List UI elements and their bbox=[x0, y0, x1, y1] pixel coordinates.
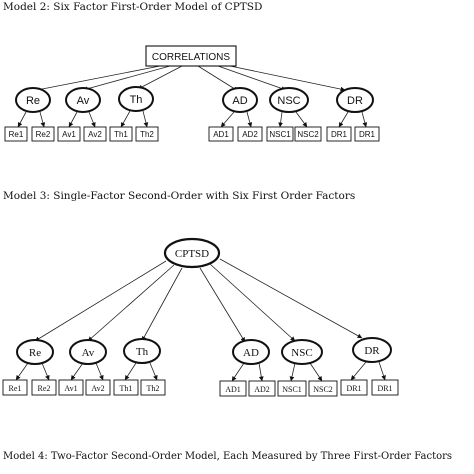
indicator-box: Re2 bbox=[31, 126, 55, 142]
indicator-box: Re2 bbox=[31, 379, 57, 396]
indicator-box: AD1 bbox=[219, 380, 247, 397]
indicator-box: NSC1 bbox=[266, 126, 294, 142]
indicator-label: AD2 bbox=[242, 130, 258, 139]
factor-label: Re bbox=[26, 95, 40, 107]
model3-factor-ad: AD bbox=[232, 339, 270, 365]
indicator-box: AD1 bbox=[208, 126, 234, 142]
indicator-label: DR1 bbox=[359, 130, 376, 139]
indicator-label: AD1 bbox=[213, 130, 229, 139]
indicator-label: Re2 bbox=[38, 384, 51, 393]
indicator-box: AD2 bbox=[248, 380, 276, 397]
indicator-label: Th1 bbox=[114, 130, 128, 139]
indicator-label: Re1 bbox=[9, 130, 24, 139]
model2-factor-dr: DR bbox=[336, 87, 374, 113]
factor-label: AD bbox=[243, 347, 259, 359]
indicator-label: AD1 bbox=[225, 385, 241, 394]
indicator-box: Th2 bbox=[135, 126, 159, 142]
model4-caption: Model 4: Two-Factor Second-Order Model, … bbox=[3, 451, 453, 462]
indicator-label: Th2 bbox=[147, 384, 160, 393]
indicator-box: Av1 bbox=[57, 126, 81, 142]
indicator-box: Th1 bbox=[109, 126, 133, 142]
indicator-box: Av2 bbox=[83, 126, 107, 142]
indicator-label: Av1 bbox=[64, 384, 77, 393]
indicator-label: Th1 bbox=[120, 384, 133, 393]
model3-factor-th: Th bbox=[123, 338, 161, 364]
factor-label: Th bbox=[136, 346, 149, 358]
factor-label: Av bbox=[82, 347, 95, 359]
model2-factor-re: Re bbox=[15, 87, 51, 113]
indicator-label: Av2 bbox=[88, 130, 102, 139]
model2-arrows bbox=[17, 65, 368, 128]
indicator-box: DR1 bbox=[326, 126, 352, 142]
indicator-label: NSC2 bbox=[313, 385, 333, 394]
indicator-label: AD2 bbox=[254, 385, 270, 394]
indicator-label: DR1 bbox=[331, 130, 348, 139]
indicator-box: Th2 bbox=[140, 379, 166, 396]
indicator-label: Re1 bbox=[9, 384, 22, 393]
indicator-label: DR1 bbox=[346, 384, 361, 393]
model2-indicators: Re1 Re2 Av1 Av2 Th1 Th2 AD1 AD2 NSC1 NSC… bbox=[4, 126, 380, 142]
factor-label: AD bbox=[232, 95, 247, 107]
indicator-label: Th2 bbox=[140, 130, 154, 139]
indicator-box: Av1 bbox=[58, 379, 84, 396]
model2-factor-nsc: NSC bbox=[269, 87, 309, 113]
indicator-label: Av2 bbox=[91, 384, 104, 393]
indicator-box: Re1 bbox=[2, 379, 28, 396]
indicator-box: DR1 bbox=[340, 379, 368, 396]
factor-label: Av bbox=[77, 95, 90, 107]
indicator-box: DR1 bbox=[354, 126, 380, 142]
indicator-label: NSC1 bbox=[282, 385, 302, 394]
model3-top-factor: CPTSD bbox=[163, 237, 221, 269]
indicator-label: NSC1 bbox=[269, 130, 291, 139]
indicator-label: Av1 bbox=[62, 130, 76, 139]
model3-factor-av: Av bbox=[69, 339, 107, 365]
indicator-box: DR1 bbox=[371, 379, 399, 396]
model2-top-box: CORRELATIONS bbox=[145, 45, 237, 67]
indicator-label: Re2 bbox=[36, 130, 51, 139]
factor-label: NSC bbox=[277, 95, 300, 107]
indicator-box: Th1 bbox=[113, 379, 139, 396]
model3-indicators: Re1 Re2 Av1 Av2 Th1 Th2 AD1 AD2 NSC1 NSC… bbox=[2, 379, 399, 397]
model3-top-label: CPTSD bbox=[175, 248, 209, 260]
indicator-label: DR1 bbox=[377, 384, 392, 393]
indicator-box: NSC2 bbox=[308, 380, 338, 397]
model3-factor-nsc: NSC bbox=[281, 339, 323, 365]
model2-diagram: CORRELATIONS Re Av Th AD NSC bbox=[4, 45, 380, 142]
model3-diagram: CPTSD Re Av Th AD NSC bbox=[2, 237, 399, 397]
factor-label: Re bbox=[29, 347, 41, 359]
indicator-box: NSC2 bbox=[294, 126, 322, 142]
model2-factor-av: Av bbox=[65, 87, 101, 113]
model3-caption: Model 3: Single-Factor Second-Order with… bbox=[3, 190, 356, 202]
indicator-box: Re1 bbox=[4, 126, 28, 142]
factor-label: DR bbox=[347, 95, 363, 107]
model2-factor-ad: AD bbox=[222, 87, 258, 113]
indicator-box: Av2 bbox=[85, 379, 111, 396]
factor-label: Th bbox=[130, 94, 143, 106]
model3-arrows bbox=[15, 258, 386, 382]
model2-top-label: CORRELATIONS bbox=[152, 52, 230, 63]
indicator-label: NSC2 bbox=[297, 130, 319, 139]
model2-factor-th: Th bbox=[118, 86, 154, 112]
factor-label: DR bbox=[364, 345, 380, 357]
model2-caption: Model 2: Six Factor First-Order Model of… bbox=[3, 1, 263, 13]
indicator-box: AD2 bbox=[237, 126, 263, 142]
factor-label: NSC bbox=[291, 347, 312, 359]
model3-factor-dr: DR bbox=[352, 337, 392, 363]
model3-factor-re: Re bbox=[16, 339, 54, 365]
indicator-box: NSC1 bbox=[277, 380, 307, 397]
